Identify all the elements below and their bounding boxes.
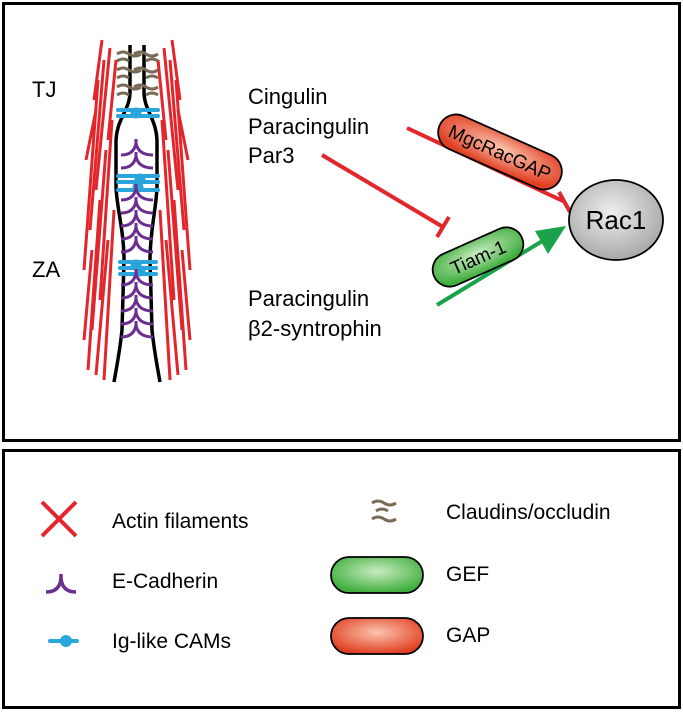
e-cadherin-pair [120, 269, 154, 287]
legend-igcam-label: Ig-like CAMs [112, 630, 232, 653]
actin-filaments [82, 39, 192, 381]
actin-filament [106, 59, 118, 141]
inhibitor-paracingulin: Paracingulin [248, 114, 370, 139]
cadherin-icon [45, 574, 77, 594]
actin-filament [94, 47, 112, 191]
actin-filament [82, 249, 94, 341]
actin-filament [88, 59, 106, 231]
actin-filament [168, 59, 186, 231]
e-cadherin-pair [120, 223, 154, 241]
legend-gef-label: GEF [446, 563, 490, 586]
legend-claudin-label: Claudins/occludin [446, 501, 611, 524]
e-cadherin-pair [120, 308, 154, 326]
activator-b2-syntrophin: β2-syntrophin [248, 316, 382, 341]
e-cadherin-pair [120, 210, 154, 228]
actin-filament [176, 109, 190, 161]
gap-pill-icon [330, 617, 424, 655]
claudin-icon [371, 499, 397, 523]
e-cadherin-pair [120, 295, 154, 313]
actin-filament [98, 119, 114, 301]
claudin-strands [116, 50, 159, 97]
actin-filament [172, 199, 188, 371]
e-cadherin-pair [120, 321, 154, 339]
actin-filament [162, 47, 180, 191]
actin-filament [160, 119, 176, 301]
za-label: ZA [32, 257, 61, 282]
igcam-icon [48, 635, 79, 647]
actin-filament [170, 39, 182, 101]
inhibitor-cingulin: Cingulin [248, 84, 328, 109]
activator-paracingulin: Paracingulin [248, 286, 370, 311]
rac1-label: Rac1 [586, 205, 647, 235]
actin-filament [156, 59, 168, 141]
mgcracgap-node: MgcRacGAP [437, 113, 563, 191]
e-cadherin-pair [120, 184, 154, 202]
inhibitor-par3: Par3 [248, 143, 295, 168]
actin-filament [92, 39, 104, 101]
legend-actin-label: Actin filaments [112, 510, 249, 533]
e-cadherin-pair [120, 236, 154, 254]
rac1-node: Rac1 [568, 179, 664, 261]
e-cadherin-bridges [120, 139, 154, 339]
e-cadherin-pair [120, 152, 154, 170]
legend-cadherin-label: E-Cadherin [112, 570, 219, 593]
e-cadherin-pair [120, 139, 154, 157]
legend-gap-label: GAP [446, 624, 491, 647]
actin-filament [180, 249, 192, 341]
actin-filament [84, 109, 98, 161]
e-cadherin-pair [120, 197, 154, 215]
e-cadherin-pair [120, 282, 154, 300]
gef-pill-icon [330, 556, 424, 594]
left-membrane [112, 45, 132, 383]
right-membrane [142, 45, 162, 383]
actin-filament [102, 209, 116, 381]
actin-filament [158, 209, 172, 381]
actin-filament [94, 239, 110, 376]
actin-filament [86, 199, 102, 371]
actin-icon [40, 500, 78, 538]
activation-arrow [435, 226, 566, 307]
actin-filament [164, 239, 180, 376]
tj-label: TJ [32, 77, 57, 102]
